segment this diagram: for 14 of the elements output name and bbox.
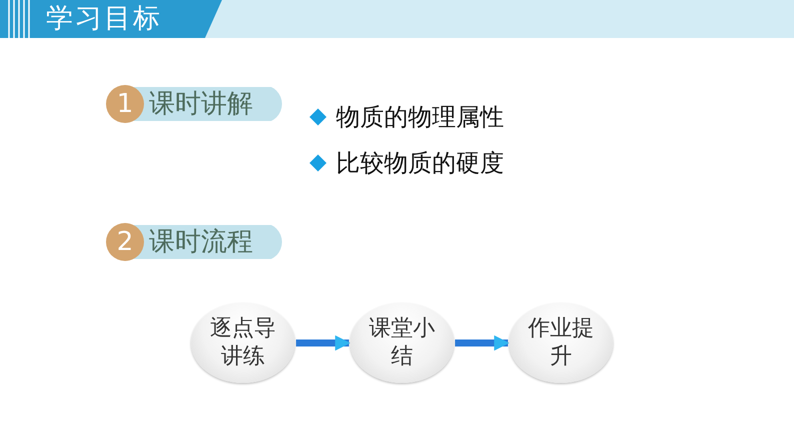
step-label: 逐点导讲练 [209, 315, 277, 371]
section-pill [106, 223, 282, 261]
step-label: 作业提升 [527, 315, 595, 371]
header-title: 学习目标 [46, 2, 162, 36]
section-heading: 课时流程 [149, 226, 253, 259]
number-badge: 2 [106, 223, 144, 261]
step-label: 课堂小结 [368, 315, 436, 371]
arrow [296, 335, 351, 351]
bullet-text: 比较物质的硬度 [336, 148, 504, 178]
number-badge: 1 [106, 85, 144, 123]
section-heading: 课时讲解 [149, 88, 253, 121]
bullet-text: 物质的物理属性 [336, 102, 504, 132]
arrow [455, 335, 510, 351]
section-pill [106, 85, 282, 123]
